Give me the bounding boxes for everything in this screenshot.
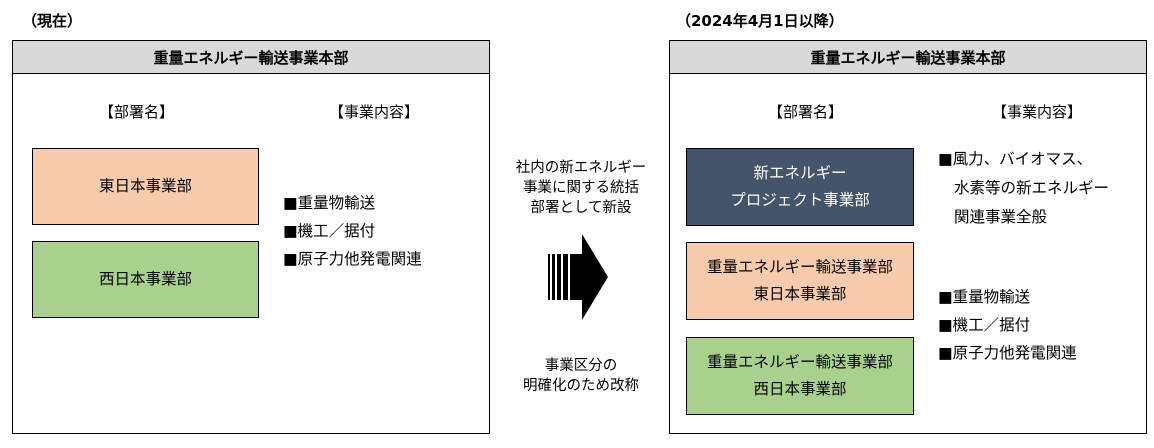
new-business-column-header: 【事業内容】	[992, 103, 1083, 121]
business-item: 関連事業全般	[954, 208, 1048, 226]
east-japan-dept-box: 東日本事業部	[32, 148, 259, 225]
new-org-panel: 重量エネルギー輸送事業本部 【部署名】 【事業内容】 新エネルギー プロジェクト…	[669, 40, 1147, 434]
business-item: ■風力、バイオマス、	[938, 150, 1093, 168]
current-panel-title: 重量エネルギー輸送事業本部	[13, 41, 489, 74]
east-japan-dept-box: 重量エネルギー輸送事業部 東日本事業部	[686, 242, 914, 320]
new-energy-project-dept-box: 新エネルギー プロジェクト事業部	[686, 148, 914, 226]
west-japan-dept-box: 重量エネルギー輸送事業部 西日本事業部	[686, 337, 914, 415]
business-item: ■重量物輸送	[938, 288, 1031, 306]
dept-name: 西日本事業部	[98, 270, 192, 288]
dept-name: 東日本事業部	[98, 177, 192, 195]
after-caption: （2024年4月1日以降）	[676, 12, 844, 30]
west-japan-dept-box: 西日本事業部	[32, 241, 259, 318]
dept-name-line: 新エネルギー	[753, 164, 847, 182]
business-item: ■機工／据付	[938, 316, 1031, 334]
new-panel-title: 重量エネルギー輸送事業本部	[670, 41, 1146, 74]
business-item: ■重量物輸送	[283, 194, 376, 212]
business-item: ■原子力他発電関連	[283, 250, 422, 268]
new-dept-column-header: 【部署名】	[768, 103, 844, 121]
current-org-panel: 重量エネルギー輸送事業本部 【部署名】 【事業内容】 東日本事業部 西日本事業部…	[12, 40, 490, 434]
new-business-list: ■重量物輸送 ■機工／据付 ■原子力他発電関連	[938, 283, 1077, 367]
business-item: 水素等の新エネルギー	[954, 179, 1110, 197]
current-dept-column-header: 【部署名】	[99, 103, 175, 121]
current-business-list: ■重量物輸送 ■機工／据付 ■原子力他発電関連	[283, 189, 422, 273]
dept-name-line: 重量エネルギー輸送事業部	[706, 353, 893, 371]
transition-arrow-icon	[548, 234, 608, 320]
dept-name-line: 重量エネルギー輸送事業部	[706, 258, 893, 276]
renaming-note: 事業区分の 明確化のため改称	[523, 358, 639, 394]
current-business-column-header: 【事業内容】	[329, 103, 420, 121]
business-item: ■機工／据付	[283, 222, 376, 240]
business-item: ■原子力他発電関連	[938, 344, 1077, 362]
new-establishment-note: 社内の新エネルギー 事業に関する統括 部署として新設	[515, 160, 647, 216]
dept-name-line: 東日本事業部	[753, 285, 847, 303]
dept-name-line: 西日本事業部	[753, 380, 847, 398]
new-energy-business-list: ■風力、バイオマス、 水素等の新エネルギー 関連事業全般	[938, 145, 1109, 232]
dept-name-line: プロジェクト事業部	[730, 191, 870, 209]
current-caption: （現在）	[22, 12, 83, 30]
